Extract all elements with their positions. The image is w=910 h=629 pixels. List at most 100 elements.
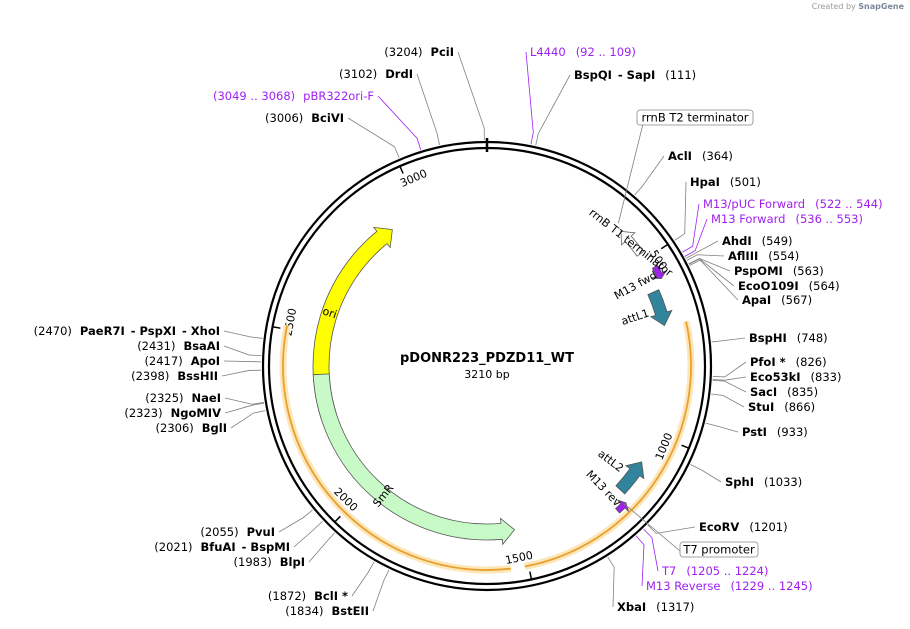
enzyme-name: BspQI (574, 68, 612, 82)
enzyme-leader (688, 258, 731, 272)
enzyme-label: (2055)PvuI (200, 509, 313, 539)
enzyme-text: (2431) BsaAI (137, 339, 220, 353)
enzyme-label: (3102)DrdI (339, 67, 440, 146)
feature-label-attl2: attL2 (595, 447, 626, 475)
enzyme-label: (3204)PciI (384, 45, 485, 141)
enzyme-name: ApoI (191, 354, 220, 368)
enzyme-name: BsaAI (183, 339, 220, 353)
tick-mark (529, 571, 533, 580)
boxed-label-text: rrnB T2 terminator (642, 111, 749, 125)
primer-leader (682, 203, 700, 253)
primer-leader (643, 528, 659, 572)
enzyme-site: (111) (665, 68, 696, 82)
enzyme-leader (674, 181, 687, 241)
enzyme-leader (347, 117, 400, 158)
enzyme-leader (705, 422, 739, 433)
backbone-inner-circle (267, 146, 707, 586)
snapgene-credit: Created by SnapGene (812, 2, 904, 11)
primer-range: (3049 .. 3068) (213, 89, 295, 103)
boxed-label-text: T7 promoter (682, 543, 755, 557)
enzyme-site: (2323) (124, 406, 162, 420)
enzyme-text: BspHI(748) (749, 331, 828, 345)
enzyme-site: (554) (768, 249, 799, 263)
enzyme-site: (1872) (268, 589, 306, 603)
primer-text: M13/pUC Forward(522 .. 544) (703, 197, 883, 211)
enzyme-name: PciI (431, 45, 454, 59)
enzyme-label: BspHI(748) (711, 331, 828, 345)
enzyme-label: AclI (364) (634, 149, 733, 196)
enzyme-text: ApaI(567) (742, 293, 812, 307)
enzyme-leader (712, 379, 747, 393)
primer-leader (684, 218, 708, 257)
enzyme-label: (2323) NgoMIV (124, 402, 265, 420)
primer-label: L4440(92 .. 109) (525, 45, 636, 145)
enzyme-name: - PspXI (131, 324, 176, 338)
enzyme-label: PfoI *(826) (712, 355, 827, 378)
enzyme-label: (2470)PaeR7I- PspXI- XhoI (34, 324, 263, 339)
enzyme-name: BspHI (749, 331, 787, 345)
primer-name: M13/pUC Forward (703, 197, 805, 211)
enzyme-leader (223, 345, 262, 357)
enzyme-name: NaeI (192, 391, 221, 405)
enzyme-name: BglI (202, 421, 227, 435)
enzyme-name: BclI * (314, 589, 348, 603)
enzyme-text: BspQI- SapI(111) (574, 68, 696, 82)
primer-leader (377, 95, 422, 151)
enzyme-label: (2325)NaeI (145, 391, 265, 405)
feature-label-ori: ori (321, 305, 339, 322)
enzyme-leader (685, 240, 719, 259)
enzyme-site: (835) (787, 385, 818, 399)
enzyme-label: (2417)ApoI (144, 354, 262, 368)
primer-text: (3049 .. 3068)pBR322ori-F (213, 89, 374, 103)
orf-arc (282, 325, 512, 571)
primer-label: (3049 .. 3068)pBR322ori-F (213, 89, 422, 151)
enzyme-site: (364) (702, 149, 733, 163)
enzyme-name: AclI (668, 149, 692, 163)
primer-range: (536 .. 553) (795, 212, 863, 226)
feature-t1 (620, 230, 645, 257)
enzyme-label: (1834)BstEII (285, 569, 390, 618)
enzyme-text: PspOMI(563) (734, 264, 824, 278)
primer-label: M13/pUC Forward(522 .. 544) (682, 197, 883, 253)
enzyme-label: SacI(835) (712, 379, 818, 399)
boxed-label: rrnB T2 terminator (617, 109, 754, 224)
enzyme-leader (416, 73, 440, 146)
enzyme-site: (564) (809, 279, 840, 293)
primer-leader (525, 51, 534, 145)
enzyme-name: PspOMI (734, 264, 783, 278)
enzyme-label: (2431) BsaAI (137, 339, 262, 357)
enzyme-leader (607, 556, 615, 608)
enzyme-name: AflIII (728, 249, 758, 263)
enzyme-text: (2325)NaeI (145, 391, 221, 405)
plasmid-length: 3210 bp (464, 368, 509, 381)
primer-name: T7 (661, 564, 676, 578)
primer-range: (1229 .. 1245) (730, 579, 812, 593)
enzyme-text: StuI(866) (748, 400, 815, 414)
boxed-leader (617, 123, 644, 224)
enzyme-leader (351, 561, 375, 597)
enzyme-name: BssHII (177, 369, 218, 383)
enzyme-site: (826) (796, 355, 827, 369)
enzyme-name: NgoMIV (171, 406, 221, 420)
enzyme-text: PstI(933) (742, 425, 808, 439)
enzyme-label: (2021)BfuAI- BspMI (154, 520, 323, 554)
enzyme-name: EcoRV (699, 520, 739, 534)
primer-name: M13 Reverse (646, 579, 720, 593)
primer-name: L4440 (530, 45, 566, 59)
enzyme-leader (223, 330, 263, 339)
enzyme-leader (230, 410, 266, 429)
primer-text: M13 Reverse (1229 .. 1245) (646, 579, 813, 593)
enzyme-label: (1983)BlpI (234, 532, 335, 569)
enzyme-site: (2431) (137, 339, 175, 353)
enzyme-label: SphI(1033) (690, 464, 802, 489)
orf-arc (524, 321, 692, 568)
enzyme-site: (866) (784, 400, 815, 414)
primer-label: T7(1205 .. 1224) (643, 528, 768, 578)
plasmid-name: pDONR223_PDZD11_WT (400, 351, 574, 366)
enzyme-leader (711, 393, 745, 408)
enzyme-text: SphI(1033) (725, 475, 802, 489)
enzyme-label: PstI(933) (705, 422, 808, 439)
enzyme-site: (833) (811, 370, 842, 384)
enzyme-site: (567) (781, 293, 812, 307)
primer-label: M13 Reverse (1229 .. 1245) (635, 535, 813, 593)
